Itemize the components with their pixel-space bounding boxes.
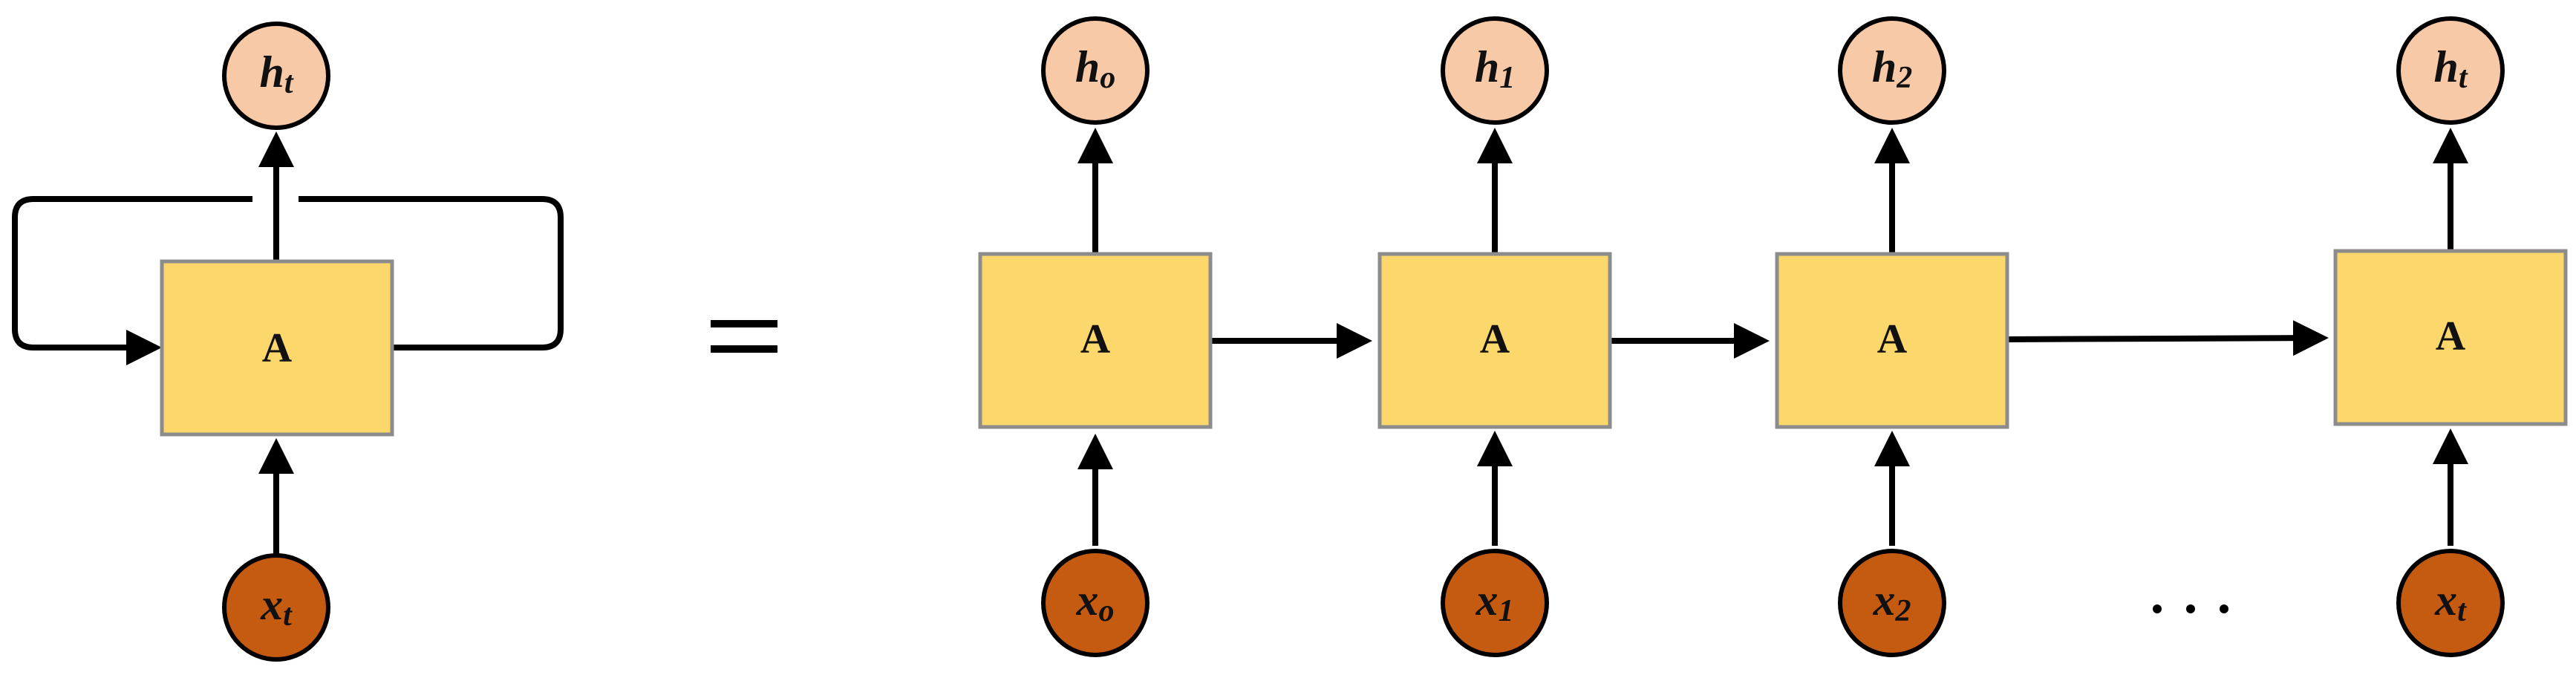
output-node-h2	[1838, 16, 1946, 125]
output-label-ht: ht	[2433, 42, 2468, 95]
output-label-h1: h1	[1475, 42, 1515, 95]
sequence-ellipsis	[2153, 604, 2228, 613]
output-node-h0	[1041, 16, 1150, 125]
input-node-xt	[2396, 549, 2505, 657]
output-label-h2: h2	[1872, 42, 1912, 95]
unrolled-step-2: A h2 x2	[1775, 16, 2009, 657]
input-node-x1	[1441, 549, 1549, 657]
unrolled-cell-label: A	[1480, 316, 1510, 362]
output-node-h1	[1441, 16, 1549, 125]
folded-input-node	[222, 553, 330, 662]
input-label-x2: x2	[1873, 575, 1911, 628]
unrolled-step-0: A ho xo	[978, 16, 1213, 657]
recurrent-loop-left-arrow	[12, 196, 252, 365]
recurrent-loop-right-wire	[299, 196, 564, 350]
folded-rnn: A ht xt	[12, 22, 564, 662]
input-label-x1: x1	[1476, 575, 1514, 628]
output-label-h0: ho	[1075, 42, 1115, 95]
folded-cell-label: A	[262, 325, 293, 371]
input-label-xt: xt	[2434, 575, 2467, 628]
unrolled-cell-label: A	[1080, 316, 1111, 362]
input-node-x0	[1041, 549, 1150, 657]
hidden-state-arrow-2-t	[2004, 320, 2329, 356]
unrolled-rnn: A ho xo A h1 x1 A h2 x2	[978, 16, 2568, 657]
unrolled-step-t: A ht xt	[2333, 16, 2568, 657]
unrolled-cell	[1775, 252, 2009, 429]
folded-output-label: ht	[259, 48, 293, 100]
input-node-x2	[1838, 549, 1946, 657]
unrolled-step-1: A h1 x1	[1377, 16, 1612, 657]
folded-cell	[160, 259, 394, 437]
unrolled-cell	[978, 252, 1213, 429]
unrolled-cell	[2333, 249, 2568, 426]
unrolled-cell-label: A	[2436, 313, 2466, 359]
unrolled-cell	[1377, 252, 1612, 429]
input-label-x0: xo	[1076, 575, 1115, 628]
equals-sign	[711, 320, 777, 353]
folded-output-node	[222, 22, 330, 130]
folded-input-label: xt	[260, 580, 293, 633]
output-node-ht	[2396, 16, 2505, 125]
unrolled-cell-label: A	[1877, 316, 1908, 362]
